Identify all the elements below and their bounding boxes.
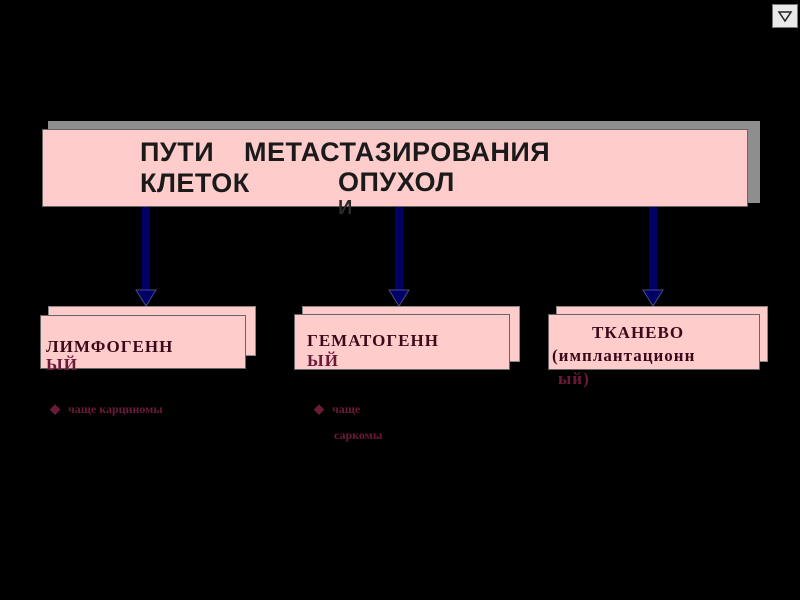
route-label-tissue-line2: (имплантационн — [552, 346, 696, 365]
route-label-tissue-line1: ТКАНЕВО — [592, 323, 685, 342]
arrow-right-head — [642, 289, 664, 307]
route-label-lymph: ЛИМФОГЕНН ЫЙ — [46, 336, 173, 376]
route-label-blood: ГЕМАТОГЕНН ЫЙ — [307, 330, 439, 372]
route-label-blood-line1: ГЕМАТОГЕНН — [307, 331, 439, 350]
title-word-3: КЛЕТОК — [140, 168, 250, 198]
route-label-lymph-line2: ЫЙ — [46, 355, 78, 374]
arrow-right — [642, 207, 664, 307]
arrow-middle-shaft — [395, 207, 403, 291]
title-word-2: МЕТАСТАЗИРОВАНИЯ — [244, 137, 551, 167]
title-word-4: ОПУХОЛ — [338, 167, 455, 197]
route-label-tissue-line3: ый) — [558, 369, 590, 388]
title-word-1: ПУТИ — [140, 137, 215, 167]
route-note-lymph: ◆ чаще карциномы — [50, 396, 163, 422]
title-word-5: И — [338, 197, 353, 219]
arrow-right-shaft — [649, 207, 657, 291]
arrow-middle — [388, 207, 410, 307]
route-box-blood — [294, 314, 510, 370]
diamond-bullet-icon: ◆ — [314, 401, 324, 416]
dropdown-triangle-icon[interactable] — [772, 4, 798, 28]
arrow-left-head — [135, 289, 157, 307]
route-label-tissue: ТКАНЕВО (имплантационн ый) — [552, 322, 695, 390]
route-note-blood-line2: саркомы — [334, 428, 383, 442]
arrow-left-shaft — [142, 207, 150, 291]
route-label-lymph-line1: ЛИМФОГЕНН — [46, 337, 174, 356]
route-note-blood-line1: чаще — [332, 402, 361, 416]
diamond-bullet-icon: ◆ — [50, 401, 60, 416]
route-label-blood-line2: ЫЙ — [307, 351, 339, 370]
route-box-tissue — [548, 314, 760, 370]
arrow-middle-head — [388, 289, 410, 307]
title-box — [42, 129, 748, 207]
route-note-lymph-text: чаще карциномы — [68, 402, 163, 416]
arrow-left — [135, 207, 157, 307]
route-box-lymph — [40, 315, 246, 369]
route-note-blood: ◆ чаще саркомы — [314, 396, 382, 448]
